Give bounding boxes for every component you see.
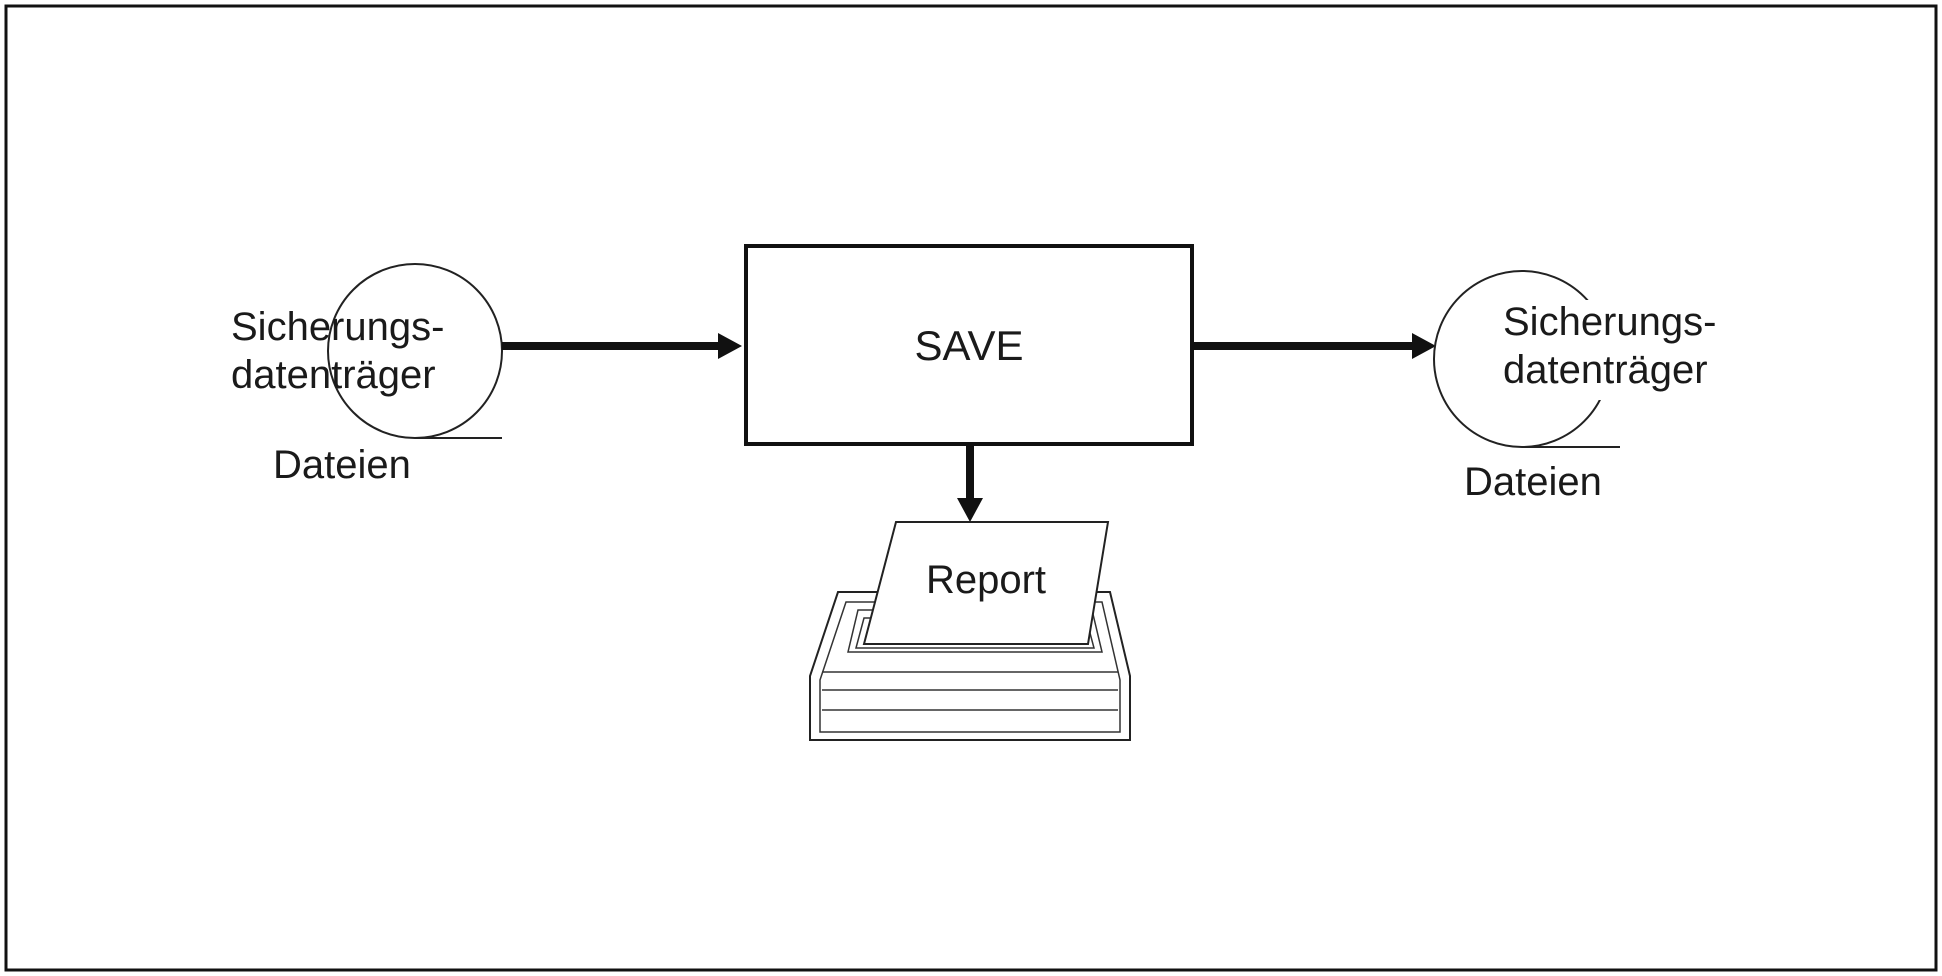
input-medium-label-line1: Sicherungs-: [231, 305, 444, 349]
input-files-label: Dateien: [273, 443, 411, 487]
output-medium-label-line1: Sicherungs-: [1503, 300, 1716, 344]
printer-icon: Report: [809, 521, 1131, 741]
input-arrow: [502, 333, 742, 359]
output-arrow: [1194, 333, 1436, 359]
input-medium-label-line2: datenträger: [231, 353, 436, 397]
report-arrow: [957, 446, 983, 522]
diagram-border: [4, 4, 1938, 972]
save-process-label: SAVE: [915, 322, 1024, 369]
save-process-box: [744, 244, 1194, 446]
input-medium-circle: [327, 263, 503, 439]
report-label: Report: [926, 558, 1046, 602]
save-process: SAVE: [744, 244, 1194, 446]
report-paper: [862, 521, 1110, 645]
output-storage-medium: Sicherungs- datenträger Dateien: [1433, 270, 1730, 504]
output-medium-label-line2: datenträger: [1503, 348, 1708, 392]
input-storage-medium: Sicherungs- datenträger Dateien: [231, 263, 503, 487]
output-files-label: Dateien: [1464, 460, 1602, 504]
